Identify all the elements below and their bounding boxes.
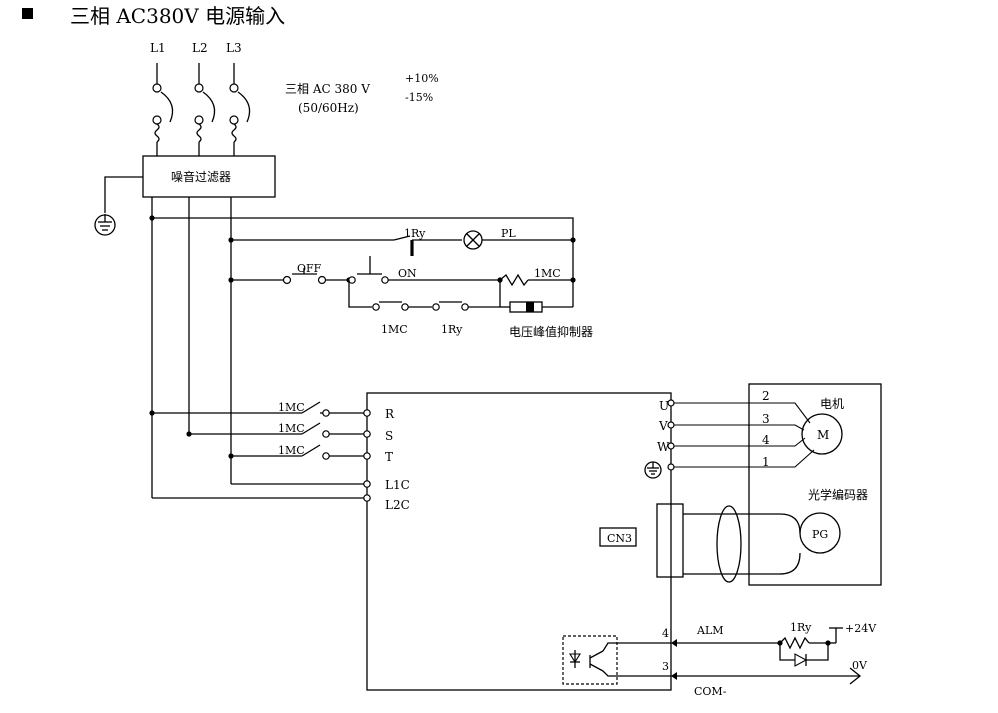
phase-label-l2: L2 [192, 41, 208, 55]
surge-suppressor-label: 电压峰值抑制器 [509, 324, 593, 339]
main-contactor: 1MC 1MC 1MC [149, 401, 367, 499]
breaker-l3 [229, 63, 251, 156]
hold-contact-1ry-label: 1Ry [441, 323, 463, 336]
terminal-u-label: U [659, 399, 669, 413]
motor-label: 电机 [820, 397, 844, 411]
optocoupler-box [562, 635, 618, 685]
motor-box [748, 383, 882, 586]
encoder-label: 光学编码器 [808, 487, 868, 502]
motor-symbol: M [817, 428, 829, 442]
motor-pin-ground: 1 [762, 455, 770, 469]
phase-label-l1: L1 [150, 41, 166, 55]
motor-pin-w: 4 [762, 433, 770, 447]
alarm-pin-3: 3 [662, 660, 669, 673]
supply-breakers [152, 63, 251, 156]
cn3-connector-block [656, 503, 684, 578]
pilot-lamp-label: PL [501, 227, 516, 240]
zero-volt-label: 0V [852, 659, 868, 672]
motor-cabling: 2 3 4 1 [674, 389, 815, 469]
on-switch-label: ON [398, 267, 417, 280]
encoder-cable [683, 505, 801, 583]
alarm-pin-4: 4 [662, 627, 669, 640]
terminal-v-label: V [658, 419, 668, 433]
alarm-relay-label: 1Ry [790, 621, 812, 634]
drive-output-terminals: U V W [644, 399, 675, 479]
terminal-s-label: S [385, 429, 393, 443]
com-minus-label: COM- [694, 685, 727, 698]
control-branch: OFF ON 1MC 1MC 1Ry 电压峰值抑制器 [228, 256, 593, 339]
motor-pin-v: 3 [762, 412, 770, 426]
coil-1mc-label: 1MC [534, 267, 561, 280]
power-lines [149, 197, 576, 498]
terminal-r-label: R [385, 407, 395, 421]
supply-24v-label: +24V [845, 622, 877, 635]
hold-contact-1mc-label: 1MC [381, 323, 408, 336]
motor-pin-u: 2 [762, 389, 770, 403]
off-switch-label: OFF [297, 262, 322, 275]
pilot-lamp-icon [463, 230, 483, 250]
tolerance-plus-label: +10% [405, 72, 439, 85]
main-contact-r-label: 1MC [278, 401, 305, 414]
lamp-branch: 1Ry PL [228, 227, 573, 256]
terminal-w-label: W [657, 440, 670, 454]
supply-phase-labels: L1 L2 L3 [150, 41, 242, 55]
phase-label-l3: L3 [226, 41, 242, 55]
drive-ground-icon [644, 461, 662, 479]
filter-ground [94, 176, 143, 236]
motor-icon [801, 413, 843, 455]
terminal-l2c-label: L2C [385, 498, 410, 512]
terminal-l1c-label: L1C [385, 478, 410, 492]
noise-filter-label: 噪音过滤器 [171, 169, 231, 184]
diagram-title: 三相 AC380V 电源输入 [70, 4, 285, 28]
tolerance-minus-label: -15% [405, 91, 433, 104]
relay-1ry-contact-label: 1Ry [404, 227, 426, 240]
main-contact-t-label: 1MC [278, 444, 305, 457]
breaker-l2 [194, 63, 216, 156]
alarm-output: 4 3 ALM 1Ry +24V 0V COM- [562, 621, 877, 698]
alm-label: ALM [696, 624, 724, 637]
drive-input-terminals: R S T L1C L2C [363, 407, 410, 512]
title-bullet [22, 8, 33, 19]
cn3-label-box [599, 527, 637, 547]
supply-voltage-label: 三相 AC 380 V [285, 82, 370, 96]
main-contact-s-label: 1MC [278, 422, 305, 435]
supply-frequency-label: (50/60Hz) [298, 101, 359, 115]
breaker-l1 [152, 63, 174, 156]
encoder-symbol: PG [812, 528, 828, 541]
flyback-diode-icon [794, 653, 808, 667]
servo-drive-box [366, 392, 672, 691]
terminal-t-label: T [385, 450, 393, 464]
cn3-label: CN3 [607, 532, 632, 545]
